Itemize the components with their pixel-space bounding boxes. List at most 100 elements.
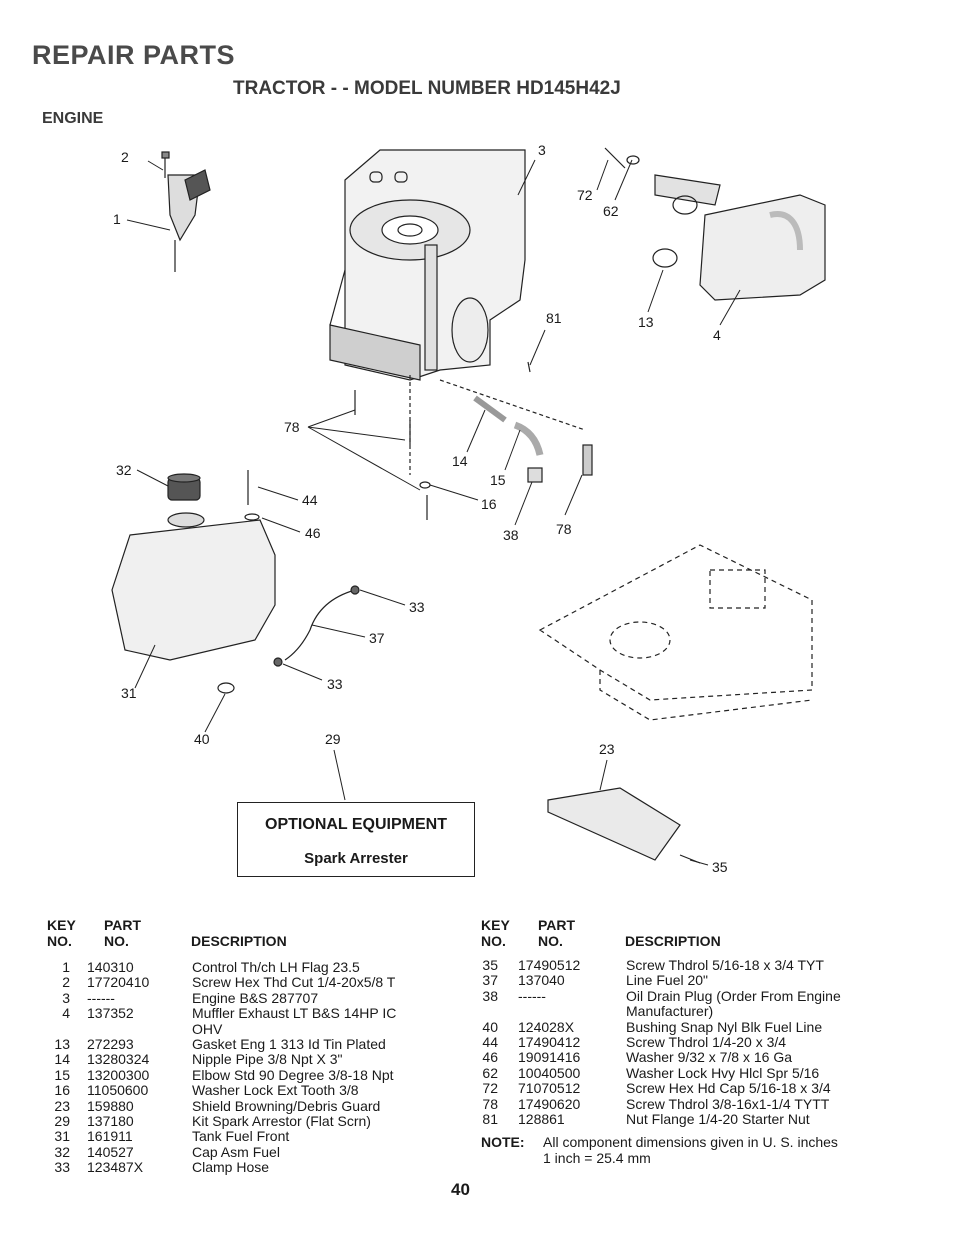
header-part-no-left: NO. [104,933,129,949]
description: Screw Hex Hd Cap 5/16-18 x 3/4 [626,1080,831,1097]
debris-shield-part [547,787,701,864]
callout-1: 1 [113,211,121,227]
table-row: 78 17490620 Screw Thdrol 3/8-16x1-1/4 TYTT [470,1095,954,1112]
description: Screw Thdrol 5/16-18 x 3/4 TYT [626,957,824,973]
part-no: 128861 [518,1110,565,1127]
throttle-control-part [161,151,211,272]
key-no: 62 [482,1064,498,1081]
callout-40: 40 [194,731,210,747]
part-no: ------ [87,989,115,1006]
description: Kit Spark Arrestor (Flat Scrn) [192,1112,371,1129]
callout-38: 38 [503,527,519,543]
header-description-left: DESCRIPTION [191,933,287,949]
key-no: 3 [62,989,70,1006]
callout-29: 29 [325,731,341,747]
description: OHV [192,1020,223,1037]
callout-3: 3 [538,142,546,158]
part-no: 161911 [87,1128,133,1145]
part-no: 17490620 [518,1095,581,1112]
part-no: 19091416 [518,1049,581,1066]
header-part-no-right: NO. [538,933,563,949]
callout-81: 81 [546,310,562,326]
key-no: 37 [482,972,498,989]
key-no: 1 [62,959,70,975]
header-key-left: KEY [47,917,76,933]
description: Nipple Pipe 3/8 Npt X 3" [192,1051,343,1068]
note-line-2: 1 inch = 25.4 mm [543,1150,651,1166]
header-part-right: PART [538,917,576,933]
leader-lines [126,159,741,866]
key-no: 23 [54,1097,70,1114]
part-no: 124028X [518,1018,575,1035]
key-no: 35 [482,957,498,973]
description: Bushing Snap Nyl Blk Fuel Line [626,1018,823,1035]
description: Screw Thdrol 3/8-16x1-1/4 TYTT [626,1095,830,1112]
key-no: 46 [482,1049,498,1066]
description: Oil Drain Plug (Order From Engine [626,987,841,1004]
parts-diagram: 2 1 3 72 62 81 13 4 78 14 15 16 38 78 32… [111,142,826,875]
part-no: 71070512 [518,1080,581,1097]
description: Manufacturer) [626,1003,714,1020]
description: Shield Browning/Debris Guard [192,1097,381,1114]
callout-15: 15 [490,472,506,488]
description: Screw Hex Thd Cut 1/4-20x5/8 T [192,974,396,991]
part-no: ------ [518,987,546,1004]
key-no: 29 [54,1112,70,1129]
table-row: 3------Engine B&S 287707 [0,989,470,1006]
table-row: Manufacturer) [470,1003,954,1020]
part-no: 159880 [87,1097,134,1114]
key-no: 31 [54,1128,70,1145]
table-row: OHV [0,1020,470,1037]
callout-14: 14 [452,453,468,469]
key-no: 40 [482,1018,498,1035]
table-row: 23 159880 Shield Browning/Debris Guard [0,1097,470,1114]
note-line-1: All component dimensions given in U. S. … [543,1134,838,1150]
description: Line Fuel 20" [626,972,709,989]
part-no: 123487X [87,1159,144,1176]
part-no: 140527 [87,1143,134,1160]
header-key-right: KEY [481,917,510,933]
part-no: 137040 [518,972,565,989]
key-no: 78 [482,1095,498,1112]
header-key-no-left: NO. [47,933,72,949]
page-title: REPAIR PARTS [32,40,236,70]
description: Control Th/ch LH Flag 23.5 [192,959,360,975]
key-no: 13 [54,1035,70,1052]
key-no: 38 [482,987,498,1004]
part-no: 13200300 [87,1066,150,1083]
part-no: 137180 [87,1112,134,1129]
callout-46: 46 [305,525,321,541]
key-no: 81 [482,1110,498,1127]
callout-33-b: 33 [327,676,343,692]
description: Elbow Std 90 Degree 3/8-18 Npt [192,1066,394,1083]
table-row: 40 124028X Bushing Snap Nyl Blk Fuel Line [470,1018,954,1035]
callout-78: 78 [284,419,300,435]
key-no: 44 [482,1033,498,1050]
callout-23: 23 [599,741,615,757]
callout-72: 72 [577,187,593,203]
optional-equipment-item: Spark Arrester [304,850,408,867]
model-subtitle: TRACTOR - - MODEL NUMBER HD145H42J [233,78,621,99]
description: Washer Lock Ext Tooth 3/8 [192,1082,359,1099]
description: Muffler Exhaust LT B&S 14HP IC [192,1005,397,1022]
fuel-tank-part [111,470,360,694]
callout-32: 32 [116,462,132,478]
part-no: 11050600 [87,1082,149,1099]
callout-33: 33 [409,599,425,615]
